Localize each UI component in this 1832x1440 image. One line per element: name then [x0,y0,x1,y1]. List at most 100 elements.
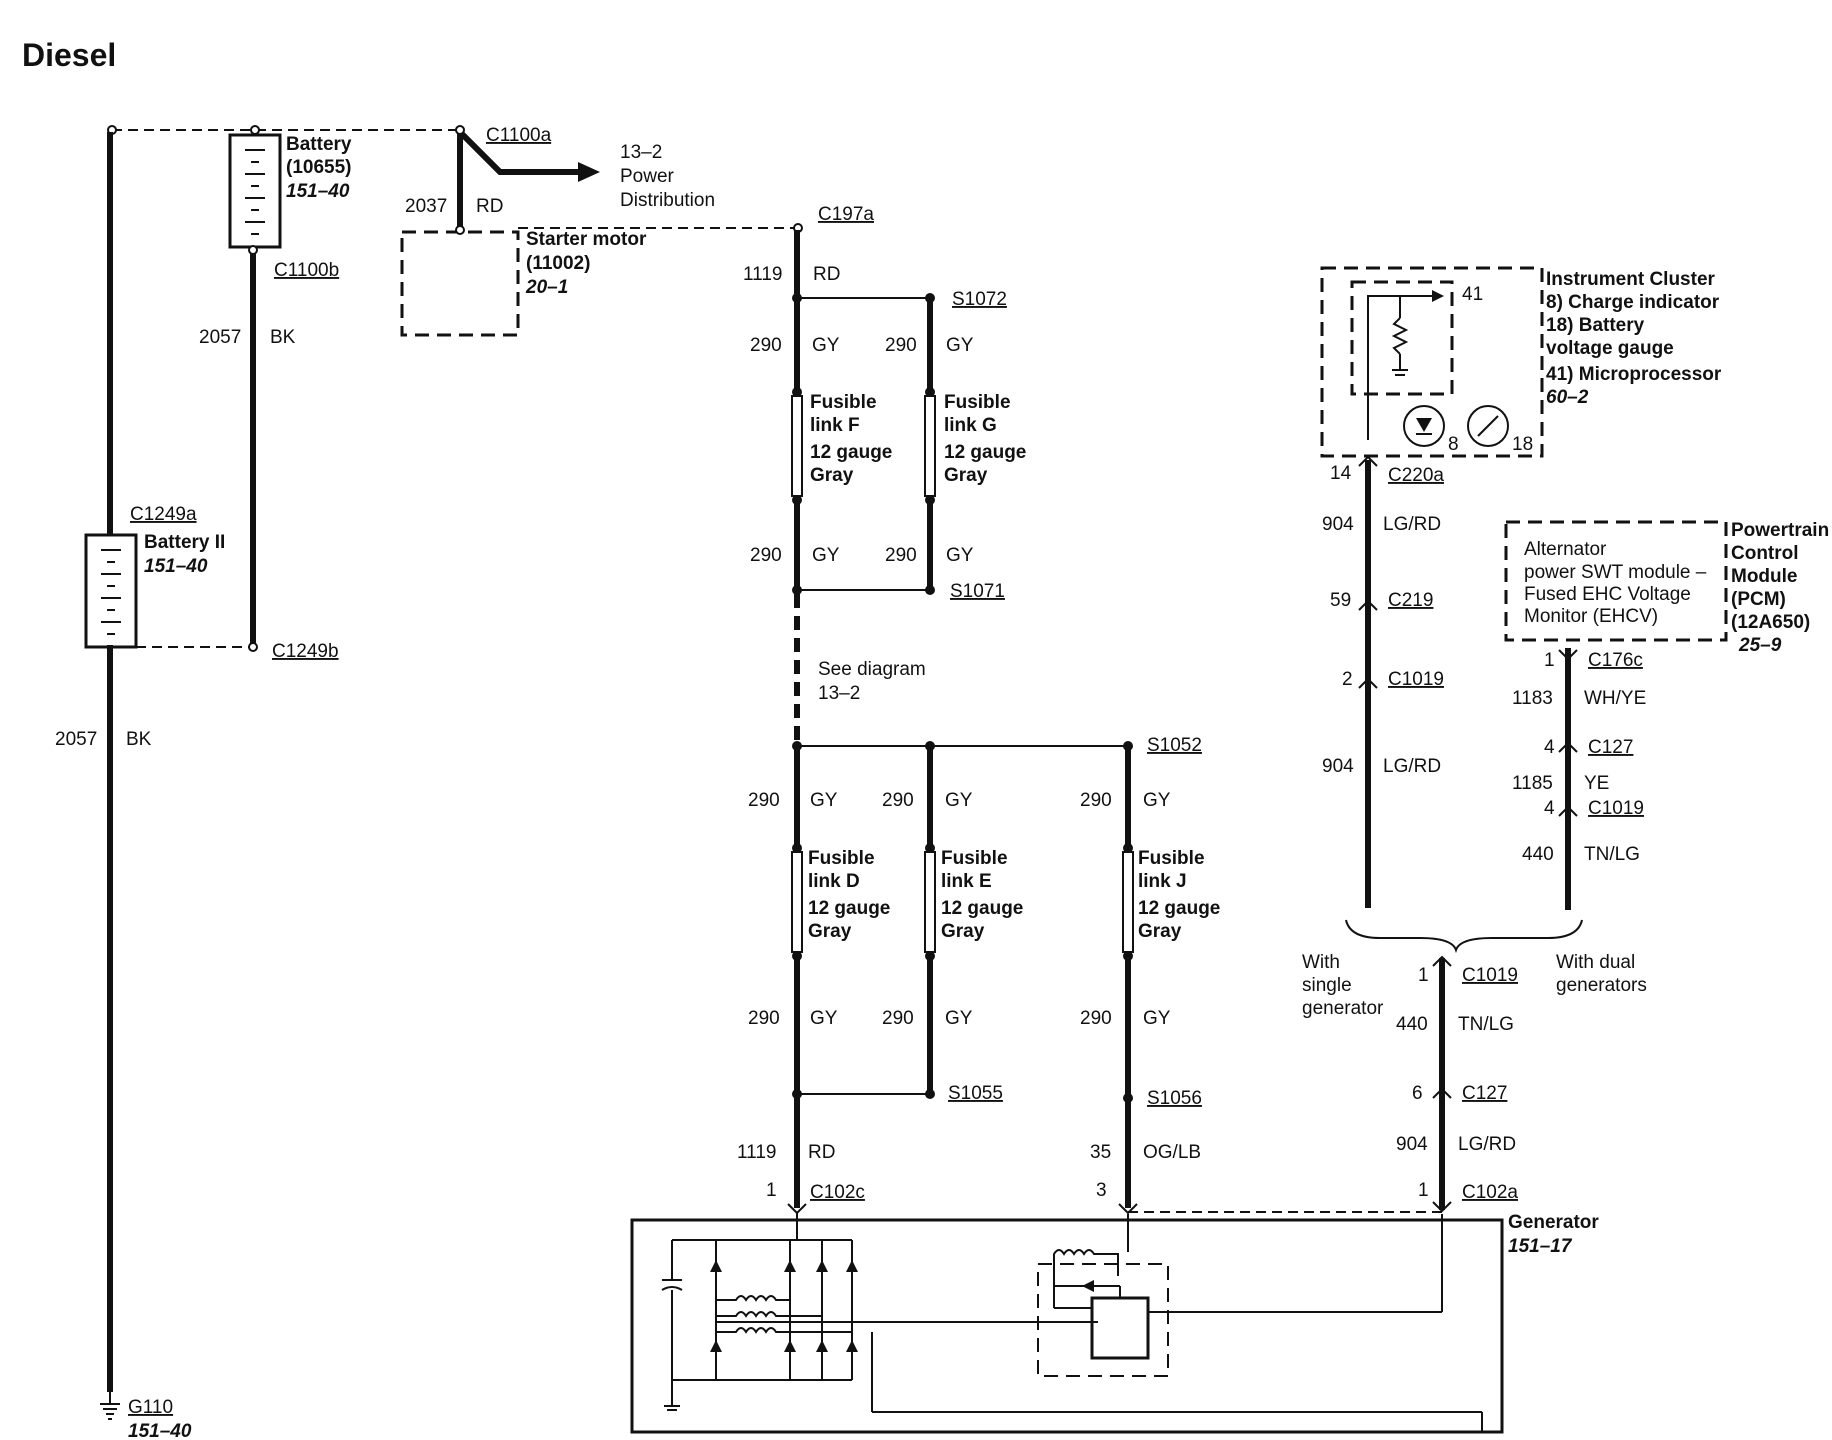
connector-c1100b: C1100b [274,260,339,281]
fuse-label: Fusible [808,848,875,869]
starter-part: (11002) [526,253,590,274]
see-diagram-line1: See diagram [818,659,926,680]
wire-color: GY [812,545,840,566]
fuse-label: 12 gauge [810,442,892,463]
fuse-label: 12 gauge [808,898,890,919]
fusible-link-f [791,395,803,497]
splice-dot [248,245,258,255]
pcm-inner-text: Alternator [1524,539,1607,560]
wire-color: GY [1143,1008,1171,1029]
fusible-links-upper: 1119 RD S1072 290 GY Fusible link F 12 g… [743,230,1026,602]
wire-number: 290 [1080,1008,1112,1029]
pin-number: 4 [1544,737,1555,758]
pin-number: 41 [1462,284,1483,305]
wire-color: OG/LB [1143,1142,1201,1163]
fuse-label: Gray [941,921,985,942]
option-brace: With single generator With dual generato… [1128,919,1647,1213]
wire-number: 290 [750,545,782,566]
wire-number: 440 [1396,1014,1428,1035]
connector-chevron-icon [1432,955,1452,967]
see-diagram-line2: 13–2 [818,683,860,704]
wire-number: 1183 [1512,688,1553,709]
wire-color: GY [946,335,974,356]
splice-dot [925,387,935,397]
wire-color: BK [126,729,152,750]
pcm-inner-text: power SWT module – [1524,562,1707,583]
connector-c1249a: C1249a [130,504,197,525]
wire-color: TN/LG [1458,1014,1514,1035]
led-icon [1416,418,1432,432]
wire-number: 290 [748,790,780,811]
power-dist-arrow [459,131,578,175]
fuse-label: Fusible [810,392,877,413]
wire-number: 904 [1396,1134,1428,1155]
fuse-label: Fusible [944,392,1011,413]
fuse-label: link F [810,415,860,436]
connector-s1056: S1056 [1147,1088,1202,1109]
splice-dot [1123,843,1133,853]
connector-chevron-icon [1358,599,1378,611]
fuse-label: Fusible [1138,848,1205,869]
battery-icon [228,133,282,249]
fuse-label: link J [1138,871,1187,892]
connector-chevron-icon [1558,805,1578,817]
fuse-label: 12 gauge [944,442,1026,463]
wire-number: 290 [750,335,782,356]
connector-s1071: S1071 [950,581,1005,602]
fuse-label: 12 gauge [941,898,1023,919]
fuse-label: Fusible [941,848,1008,869]
ground-icon [100,1392,120,1420]
pin-number: 14 [1330,463,1352,484]
splice-dot [925,585,935,595]
connector-c220a: C220a [1388,465,1444,486]
cluster-item: 41) Microprocessor [1546,364,1722,385]
single-gen-label: single [1302,975,1352,996]
battery-ii-ref: 151–40 [144,556,208,577]
pin-number: 6 [1412,1083,1423,1104]
wire-color: RD [808,1142,835,1163]
power-dist-line2: Distribution [620,190,715,211]
splice-dot [1123,1093,1133,1103]
connector-s1072: S1072 [952,289,1007,310]
page-title: Diesel [22,37,116,73]
wire-number: 35 [1090,1142,1111,1163]
splice-dot [248,642,258,652]
fusible-link-j [1122,851,1134,953]
connector-c102a: C102a [1462,1182,1518,1203]
generator-box [630,1218,1504,1434]
connector-c1019: C1019 [1588,798,1644,819]
wire-number: 1119 [743,264,782,285]
pcm-title: Powertrain [1731,520,1829,541]
wire-color: LG/RD [1383,514,1441,535]
wire-number: 290 [748,1008,780,1029]
battery-ii-icon [84,533,138,649]
wire-color: GY [1143,790,1171,811]
power-dist-line1: Power [620,166,675,187]
splice-dot [792,843,802,853]
splice-dot [792,1089,802,1099]
starter-motor-box [400,230,520,337]
brace-icon [1345,919,1583,954]
diode-icon [1082,1280,1094,1292]
wire-number: 904 [1322,756,1354,777]
cluster-item: 8) Charge indicator [1546,292,1720,313]
splice-dot [925,1089,935,1099]
connector-c102c: C102c [810,1182,865,1203]
wire-number: 1185 [1512,773,1553,794]
starter-ref: 20–1 [525,277,568,298]
wire-color: BK [270,327,296,348]
wire-color: LG/RD [1383,756,1441,777]
connector-c1019: C1019 [1388,669,1444,690]
voltage-gauge-icon [1467,405,1509,447]
wire-color: GY [946,545,974,566]
fuse-label: link G [944,415,997,436]
cluster-title: Instrument Cluster [1546,269,1716,290]
connector-c219: C219 [1388,590,1433,611]
single-gen-label: With [1302,952,1340,973]
connector-c127: C127 [1462,1083,1507,1104]
connector-c1249b: C1249b [272,641,339,662]
cluster-ref: 60–2 [1546,387,1589,408]
internal-wire [1367,295,1432,440]
pin-number: 18 [1512,434,1533,455]
connector-chevron-icon [1558,649,1578,661]
